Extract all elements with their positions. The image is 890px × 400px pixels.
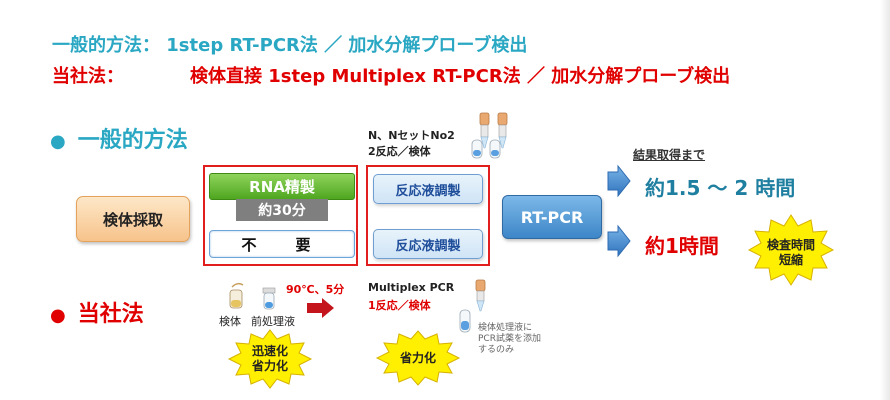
tube-icon-2 xyxy=(489,139,501,159)
specimen-collection-box: 検体採取 xyxy=(76,196,190,242)
our-kit-detail: 1反応／検体 xyxy=(368,299,431,312)
pretreatment-tube-label: 前処理液 xyxy=(251,315,295,328)
badge-shorten-text: 検査時間 短縮 xyxy=(766,238,815,267)
general-kit-detail: 2反応／検体 xyxy=(368,145,431,158)
burst-speed-icon xyxy=(227,329,313,389)
our-kit-note: 検体処理液に PCR試薬を添加 するのみ xyxy=(478,323,541,355)
arrow-to-our-result-icon xyxy=(607,224,631,258)
our-result-time: 約1時間 xyxy=(645,234,719,258)
section-general-label: 一般的方法 xyxy=(77,128,188,153)
pipette-icon-3 xyxy=(475,279,486,312)
specimen-tube-label: 検体 xyxy=(219,315,241,328)
header-our-method-text: 検体直接 1step Multiplex RT-PCR法 ／ 加水分解プローブ検… xyxy=(190,66,731,87)
general-kit-name: N、NセットNo2 xyxy=(368,129,455,142)
general-result-time: 約1.5 ～ 2 時間 xyxy=(645,176,796,200)
bullet-icon: ● xyxy=(50,305,66,326)
burst-labor-icon xyxy=(375,330,461,386)
rna-time-label: 約30分 xyxy=(236,199,328,221)
header-general-method: 一般的方法： 1step RT-PCR法 ／ 加水分解プローブ検出 xyxy=(52,35,528,56)
tube-icon-3 xyxy=(459,309,471,333)
specimen-tube-icon xyxy=(229,282,244,309)
reaction-prep-box-ours: 反応液調製 xyxy=(373,229,483,259)
rna-purification-box: RNA精製 xyxy=(209,173,355,200)
header-our-method-label: 当社法： xyxy=(52,66,124,87)
arrow-to-general-result-icon xyxy=(607,164,631,198)
section-ours-label: 当社法 xyxy=(77,302,144,327)
badge-speed-text: 迅速化 省力化 xyxy=(251,344,288,373)
rt-pcr-box: RT-PCR xyxy=(502,195,602,239)
pipette-icon-2 xyxy=(497,112,508,149)
badge-labor-text: 省力化 xyxy=(399,351,436,365)
heat-arrow-icon xyxy=(307,298,334,318)
result-label: 結果取得まで xyxy=(633,148,706,162)
pretreatment-tube-icon xyxy=(262,287,276,310)
pipette-icon-1 xyxy=(479,112,490,149)
section-general: ● 一般的方法 xyxy=(50,122,188,154)
rna-step-frame xyxy=(203,165,358,266)
section-ours: ● 当社法 xyxy=(50,296,144,328)
bullet-icon: ● xyxy=(50,131,66,152)
reaction-step-frame xyxy=(366,165,490,266)
pretreatment-condition: 90℃、5分 xyxy=(286,283,345,296)
our-kit-name: Multiplex PCR xyxy=(368,281,455,294)
not-needed-box: 不 要 xyxy=(209,230,355,258)
reaction-prep-box-general: 反応液調製 xyxy=(373,174,483,204)
burst-shorten-icon xyxy=(747,214,835,286)
right-edge-shade xyxy=(880,0,890,400)
tube-icon-1 xyxy=(471,139,483,159)
